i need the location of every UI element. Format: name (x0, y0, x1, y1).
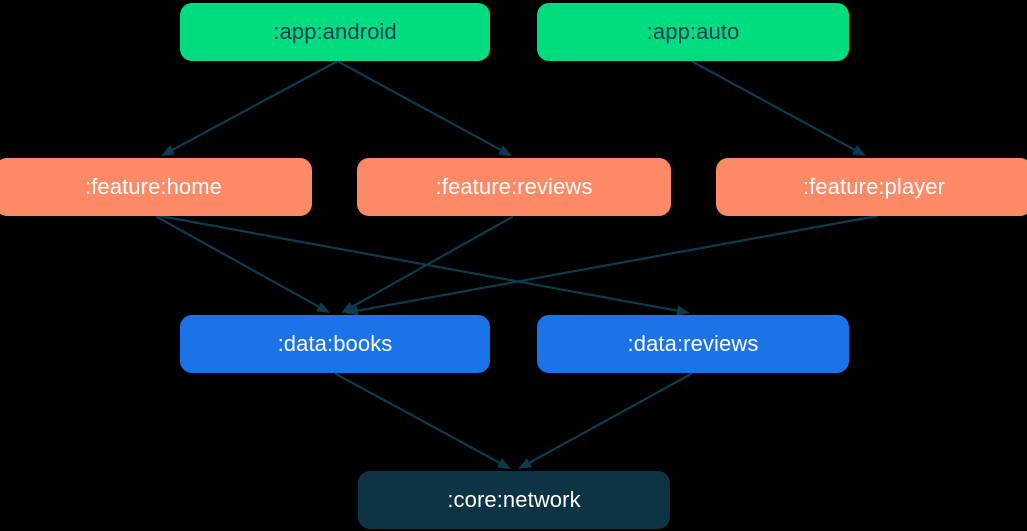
node-app-auto[interactable]: :app:auto (537, 3, 849, 61)
node-feature-player[interactable]: :feature:player (716, 158, 1027, 216)
node-label: :feature:reviews (435, 174, 593, 199)
node-label: :app:android (273, 19, 397, 44)
edge-feature-reviews-to-data-books (351, 215, 514, 308)
edge-data-books-to-core-network (334, 372, 501, 464)
arrowhead-app-auto-to-feature-player (852, 145, 866, 156)
node-label: :data:reviews (627, 331, 759, 356)
edge-app-android-to-feature-home (171, 60, 338, 151)
arrowhead-data-reviews-to-core-network (518, 458, 532, 469)
edge-feature-home-to-data-reviews (158, 214, 679, 312)
node-label: :feature:home (84, 174, 223, 199)
arrowhead-app-android-to-feature-reviews (498, 145, 512, 156)
arrowhead-app-android-to-feature-home (161, 145, 175, 156)
node-feature-home[interactable]: :feature:home (0, 158, 312, 216)
node-core-network[interactable]: :core:network (358, 471, 670, 529)
arrowhead-feature-home-to-data-reviews (676, 305, 690, 316)
edge-feature-player-to-data-books (356, 214, 879, 312)
node-label: :data:books (277, 331, 393, 356)
node-feature-reviews[interactable]: :feature:reviews (357, 158, 671, 216)
arrowhead-feature-player-to-data-books (345, 305, 359, 316)
edge-data-reviews-to-core-network (528, 372, 693, 464)
node-label: :core:network (447, 487, 581, 512)
node-data-reviews[interactable]: :data:reviews (537, 315, 849, 373)
edge-app-android-to-feature-reviews (337, 60, 502, 151)
node-label: :app:auto (646, 19, 740, 44)
node-app-android[interactable]: :app:android (180, 3, 490, 61)
arrowhead-data-books-to-core-network (497, 458, 511, 469)
node-data-books[interactable]: :data:books (180, 315, 490, 373)
edge-feature-home-to-data-books (155, 215, 320, 308)
arrowhead-feature-home-to-data-books (316, 302, 330, 313)
edge-app-auto-to-feature-player (691, 60, 856, 151)
node-label: :feature:player (802, 174, 946, 199)
